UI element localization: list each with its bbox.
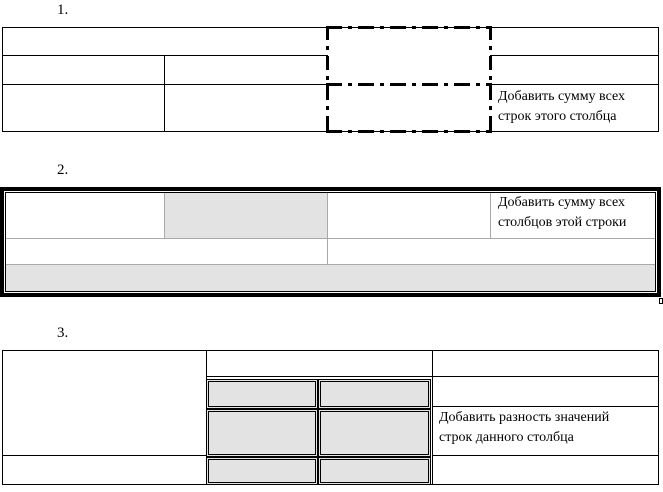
section-3-number: 3.: [57, 325, 69, 341]
table-2-outer-frame: [0, 187, 661, 297]
table-1-col-line: [164, 55, 165, 132]
table-3-gray-cell: [318, 379, 431, 409]
table-3-gray-cell: [318, 457, 431, 485]
section-1-number: 1.: [57, 2, 69, 18]
table-3-note-line-1: Добавить разность значений: [439, 410, 610, 425]
table-3-gray-cell: [318, 409, 431, 457]
table-2-end-marker: [659, 298, 663, 304]
table-2-inner-frame: [5, 192, 656, 292]
table-2-col-line: [490, 193, 491, 238]
table-2-col-line: [327, 193, 328, 264]
table-2-note: Добавить сумму всех столбцов этой строки: [498, 193, 651, 233]
table-1-note: Добавить сумму всех строк этого столбца: [498, 87, 653, 127]
table-1-row-line: [490, 55, 658, 56]
table-3-gray-cell: [206, 409, 318, 457]
table-1-row-line: [2, 55, 328, 56]
table-2-note-line-1: Добавить сумму всех: [498, 195, 625, 210]
table-3-row-line: [2, 455, 207, 456]
table-1-row-line: [490, 84, 658, 85]
table-3-gray-cell: [206, 379, 318, 409]
section-2-number: 2.: [57, 162, 69, 178]
table-1-row-line: [2, 84, 328, 85]
table-1-note-line-1: Добавить сумму всех: [498, 89, 625, 104]
table-1-note-line-2: строк этого столбца: [498, 109, 617, 124]
table-3-note: Добавить разность значений строк данного…: [439, 408, 652, 448]
table-3-row-line: [432, 406, 659, 407]
table-2-row-line: [6, 238, 655, 239]
table-3-note-line-2: строк данного столбца: [439, 430, 574, 445]
table-2-gray-row: [6, 265, 655, 291]
table-1-border-left: [2, 27, 3, 132]
table-3-gray-cell: [206, 457, 318, 485]
table-1-border-right: [658, 27, 659, 132]
table-3-col-line: [432, 350, 433, 485]
table-2-note-line-2: столбцов этой строки: [498, 215, 627, 230]
table-2-col-line: [164, 193, 165, 238]
table-3-border-right: [658, 350, 659, 485]
table-2-row-line: [6, 264, 655, 265]
table-3-row-line: [432, 455, 659, 456]
table-3-row-line: [206, 376, 659, 377]
table-3-border-top: [2, 350, 659, 351]
table-2-gray-cell: [165, 193, 327, 238]
table-3-border-left: [2, 350, 3, 485]
